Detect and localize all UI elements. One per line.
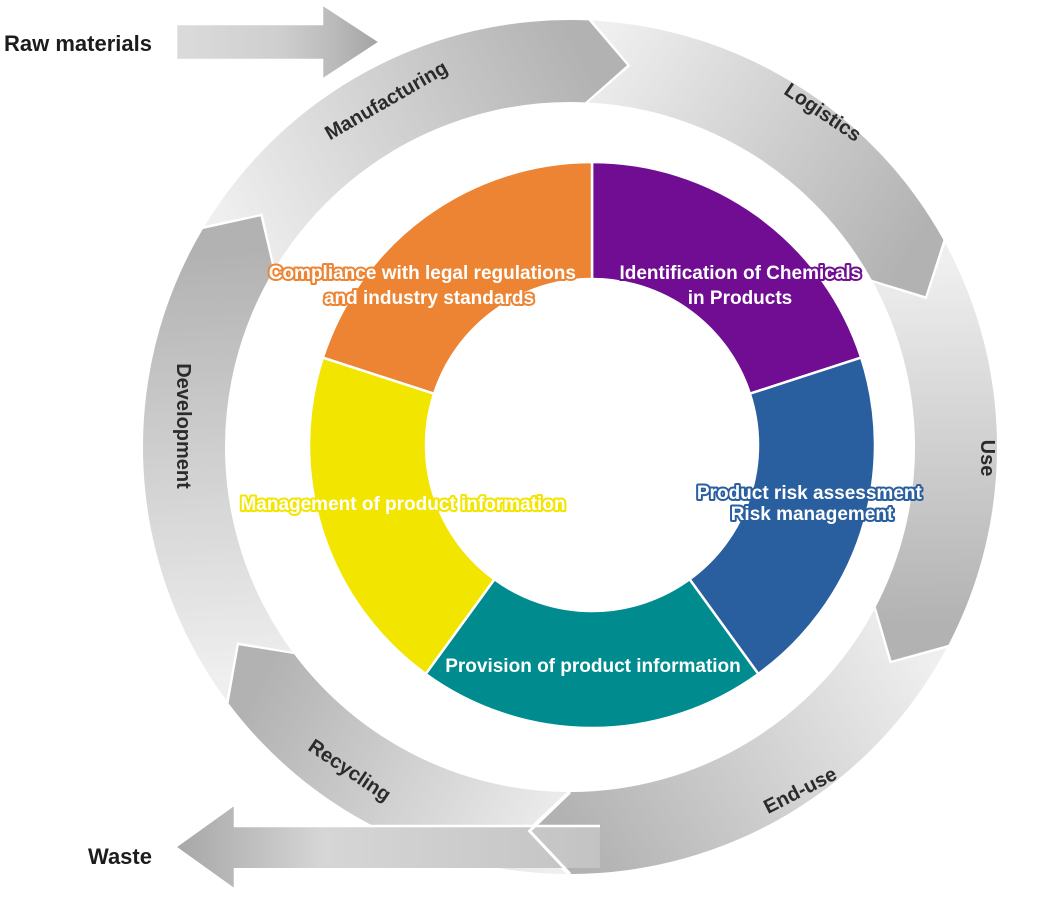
waste-arrow-outline bbox=[172, 801, 600, 893]
donut-label-identification: Identification of Chemicals in Products bbox=[619, 263, 866, 309]
donut-segment-1 bbox=[687, 355, 877, 676]
end-use-chevron-gap bbox=[527, 790, 572, 876]
waste-label: Waste bbox=[88, 844, 152, 869]
ring-label-development: Development bbox=[172, 363, 194, 489]
outer-lifecycle-ring bbox=[142, 19, 997, 874]
donut-segment-labels: Identification of Chemicals in Products … bbox=[238, 261, 927, 679]
donut-segment-2 bbox=[423, 577, 761, 730]
chemicals-management-donut bbox=[307, 160, 877, 730]
donut-label-compliance: Compliance with legal regulations and in… bbox=[269, 263, 582, 309]
donut-segment-0 bbox=[590, 160, 863, 396]
donut-label-risk: Product risk assessment Risk management bbox=[697, 483, 927, 525]
donut-label-management: Management of product information bbox=[240, 494, 565, 515]
ring-segment-end-use bbox=[529, 609, 947, 874]
waste-arrow bbox=[175, 804, 600, 890]
donut-segment-3 bbox=[307, 355, 497, 676]
ring-segment-logistics bbox=[588, 20, 944, 297]
donut-segment-4 bbox=[321, 160, 594, 396]
ring-segment-use bbox=[873, 243, 997, 661]
raw-materials-arrow bbox=[174, 1, 383, 83]
raw-materials-label: Raw materials bbox=[4, 31, 152, 56]
ring-label-use: Use bbox=[976, 440, 998, 477]
ring-segment-manufacturing bbox=[204, 19, 628, 269]
ring-segment-development bbox=[142, 216, 293, 701]
ring-segment-recycling bbox=[228, 645, 567, 874]
donut-label-provision: Provision of product information bbox=[445, 656, 741, 677]
